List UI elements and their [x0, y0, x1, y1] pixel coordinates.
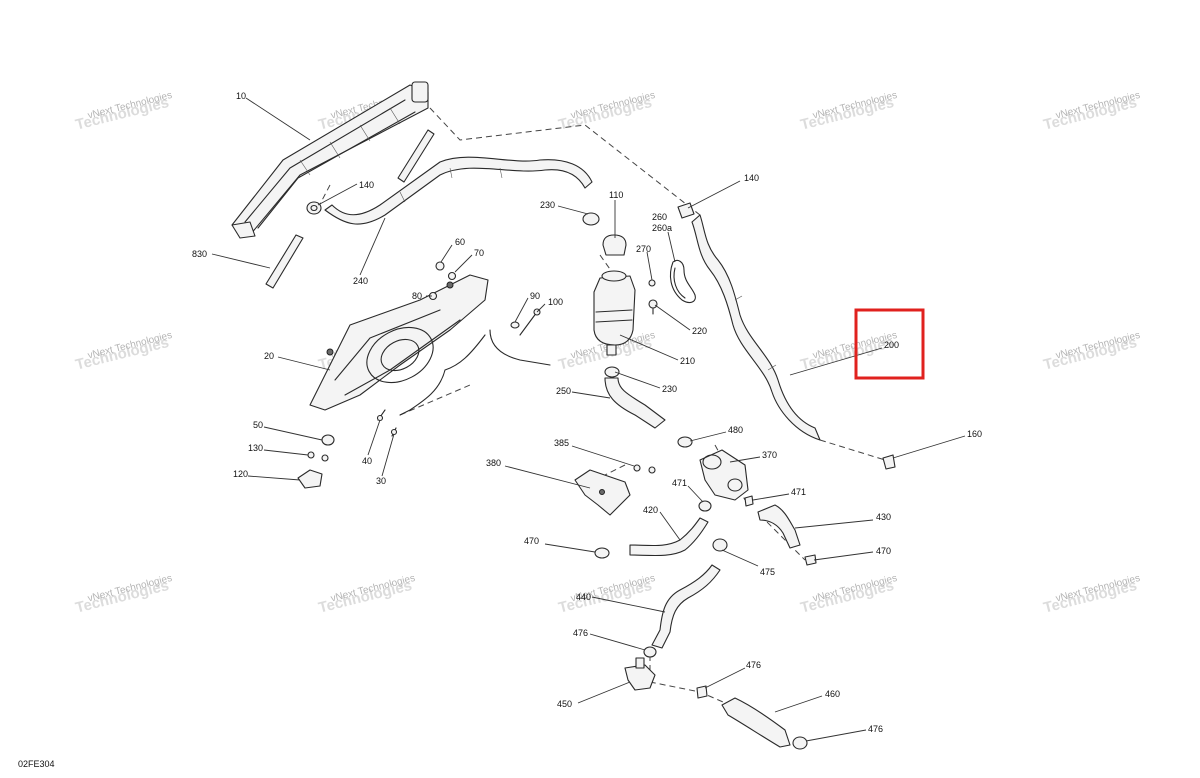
callout-430: 430	[876, 512, 891, 522]
hose-clip-270	[648, 279, 656, 287]
upper-hose-240	[324, 156, 593, 225]
bracket-380	[574, 469, 631, 516]
callout-260a: 260a	[652, 223, 672, 233]
grommet-50	[321, 434, 335, 446]
clamp-471-a	[698, 500, 712, 512]
callout-370: 370	[762, 450, 777, 460]
callout-470-left: 470	[524, 536, 539, 546]
callout-420: 420	[643, 505, 658, 515]
clamp-230-lower	[604, 366, 620, 378]
washer-90	[510, 321, 520, 329]
clamp-471-b	[744, 495, 754, 507]
callout-60: 60	[455, 237, 465, 247]
washer-70	[447, 271, 457, 281]
callout-230-upper: 230	[540, 200, 555, 210]
callout-120: 120	[233, 469, 248, 479]
callout-385: 385	[554, 438, 569, 448]
callout-230-lower: 230	[662, 384, 677, 394]
hose-250	[604, 377, 666, 429]
coolant-reservoir	[593, 270, 636, 356]
bolt-60	[435, 261, 445, 271]
clamp-140-right	[677, 202, 695, 219]
hose-440	[651, 564, 721, 649]
radiator-hose-200	[691, 214, 821, 441]
clamp-476-middle	[696, 685, 708, 699]
tee-fitting-450	[624, 657, 656, 691]
callout-110: 110	[609, 190, 623, 200]
callout-471-right: 471	[791, 487, 806, 497]
clamp-475	[712, 538, 728, 552]
hose-430	[757, 504, 801, 549]
hose-420	[629, 517, 709, 557]
callout-476-upper: 476	[573, 628, 588, 638]
callout-130: 130	[248, 443, 263, 453]
bolt-40	[376, 409, 386, 422]
callout-30: 30	[376, 476, 386, 486]
radiator	[231, 81, 429, 239]
clamp-480	[677, 436, 693, 448]
callout-20: 20	[264, 351, 274, 361]
callout-140-left: 140	[359, 180, 374, 190]
hose-460	[721, 697, 791, 748]
callout-10: 10	[236, 91, 246, 101]
thermostat-housing	[699, 449, 749, 501]
document-code: 02FE304	[18, 759, 55, 769]
screw-220	[648, 299, 658, 315]
callout-476-lower: 476	[868, 724, 883, 734]
callout-80: 80	[412, 291, 422, 301]
nut-130	[307, 451, 329, 462]
clamp-476-lower	[792, 736, 808, 750]
clamp-160	[882, 454, 896, 470]
clamp-470-right	[804, 554, 817, 566]
callout-200: 200	[884, 340, 899, 350]
callout-270: 270	[636, 244, 651, 254]
callout-450: 450	[557, 699, 572, 709]
callout-210: 210	[680, 356, 695, 366]
callout-440: 440	[576, 592, 591, 602]
clamp-476-upper	[643, 646, 657, 658]
callout-476-middle: 476	[746, 660, 761, 670]
callout-labels: 10 140 140 830 240 230 110 260 260a 270 …	[192, 91, 982, 734]
callout-460: 460	[825, 689, 840, 699]
highlight-box-200	[854, 308, 925, 380]
callout-260: 260	[652, 212, 667, 222]
callout-50: 50	[253, 420, 263, 430]
bracket-120	[297, 469, 323, 489]
callout-240: 240	[353, 276, 368, 286]
bolt-100	[519, 308, 541, 336]
overflow-hose-260	[669, 259, 696, 304]
callout-380: 380	[486, 458, 501, 468]
rubber-strip-upper	[397, 129, 435, 183]
callout-475: 475	[760, 567, 775, 577]
reservoir-cap	[602, 234, 627, 256]
clamp-470-left	[594, 547, 610, 559]
callout-140-right: 140	[744, 173, 759, 183]
callout-100: 100	[548, 297, 563, 307]
screw-385	[633, 464, 656, 474]
callout-830: 830	[192, 249, 207, 259]
callout-470-right: 470	[876, 546, 891, 556]
callout-250: 250	[556, 386, 571, 396]
wiring-harness	[399, 329, 551, 416]
callout-40: 40	[362, 456, 372, 466]
clamp-230-upper	[582, 212, 600, 226]
callout-160: 160	[967, 429, 982, 439]
rubber-strip-830	[265, 234, 304, 289]
leader-lines	[211, 97, 966, 742]
callout-90: 90	[530, 291, 540, 301]
clamp-140-left	[306, 201, 322, 215]
callout-471-left: 471	[672, 478, 687, 488]
callout-70: 70	[474, 248, 484, 258]
fan-assembly	[309, 274, 489, 411]
callout-220: 220	[692, 326, 707, 336]
callout-480: 480	[728, 425, 743, 435]
